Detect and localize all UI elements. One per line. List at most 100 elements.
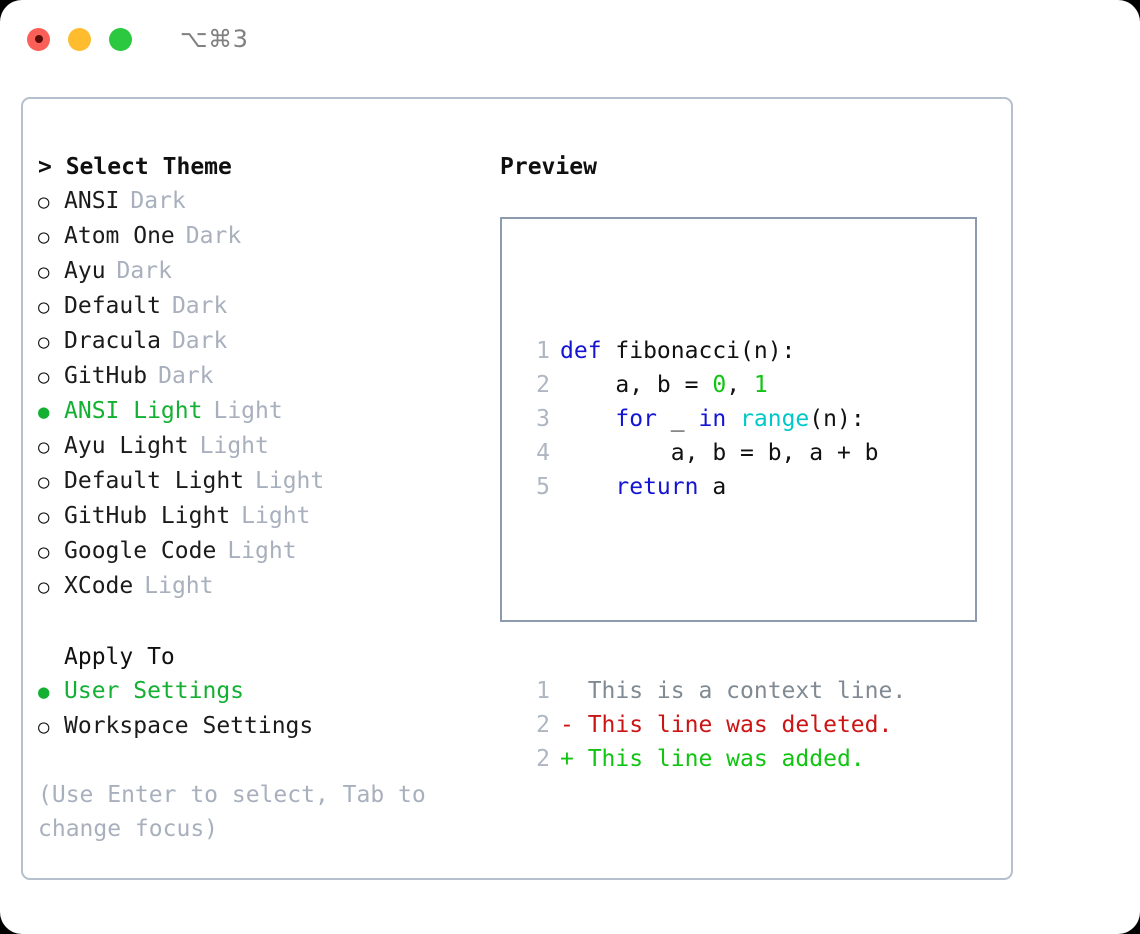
code-blank-line [516,572,906,606]
line-number: 1 [536,338,550,364]
code-line-text: return a [560,470,726,504]
code-line: 1 def fibonacci(n): [516,334,906,368]
theme-option-dracula[interactable]: ○ Dracula Dark [38,324,488,359]
code-token: fibonacci(n): [601,338,796,364]
theme-option-variant: Light [227,538,297,564]
code-token [726,406,740,432]
code-token: a, b = [560,372,713,398]
theme-option-name: ANSI [64,188,120,214]
code-token: a [698,474,727,500]
maximize-button[interactable] [109,27,132,51]
radio-unselected-icon: ○ [38,506,50,528]
diff-block: 1 This is a context line.2- This line wa… [516,674,906,776]
radio-unselected-icon: ○ [38,261,50,283]
theme-option-variant: Light [199,433,269,459]
code-line-text: a, b = b, a + b [560,436,879,470]
line-number: 4 [536,440,550,466]
theme-option-name: GitHub [64,363,148,389]
theme-option-name: Google Code [64,538,217,564]
theme-option-ansi[interactable]: ○ ANSI Dark [38,184,488,219]
traffic-light-buttons [27,27,132,51]
theme-option-github[interactable]: ○ GitHub Dark [38,359,488,394]
radio-unselected-icon: ○ [38,366,50,388]
code-line-text: a, b = 0, 1 [560,368,768,402]
theme-option-variant: Dark [130,188,186,214]
radio-unselected-icon: ○ [38,436,50,458]
theme-option-name: Default [64,293,161,319]
theme-option-name: Default Light [64,468,245,494]
code-line: 3 for _ in range(n): [516,402,906,436]
theme-option-name: Ayu Light [64,433,189,459]
code-line-text: def fibonacci(n): [560,334,795,368]
radio-unselected-icon: ○ [38,191,50,213]
theme-option-name: Atom One [64,223,175,249]
theme-option-github-light[interactable]: ○ GitHub Light Light [38,499,488,534]
apply-to-option-workspace-settings[interactable]: ○ Workspace Settings [38,709,488,744]
theme-option-variant: Light [144,573,214,599]
code-token [560,474,615,500]
code-token: (n): [809,406,865,432]
code-line: 2 a, b = 0, 1 [516,368,906,402]
spacer [38,604,488,640]
code-token: return [615,474,699,500]
code-token: a, b = b, a + b [560,440,879,466]
line-number: 5 [536,474,550,500]
apply-to-option-label: User Settings [64,678,245,704]
record-dot-icon [34,35,43,43]
theme-option-name: GitHub Light [64,503,231,529]
code-token: 1 [753,372,768,398]
theme-option-variant: Dark [185,223,242,249]
select-theme-heading: > Select Theme [38,154,232,180]
minimize-button[interactable] [68,27,91,51]
radio-unselected-icon: ○ [38,331,50,353]
theme-option-ayu[interactable]: ○ Ayu Dark [38,254,488,289]
apply-to-list: ● User Settings ○ Workspace Settings [38,674,488,744]
code-token: for [615,406,657,432]
diff-line-text: + This line was added. [560,746,865,772]
apply-to-option-label: Workspace Settings [64,713,314,739]
theme-option-variant: Light [255,468,325,494]
apply-to-option-user-settings[interactable]: ● User Settings [38,674,488,709]
theme-option-variant: Dark [158,363,214,389]
theme-option-ayu-light[interactable]: ○ Ayu Light Light [38,429,488,464]
code-token: def [560,338,602,364]
line-number: 3 [536,406,550,432]
line-number: 2 [536,746,550,772]
code-token [560,406,615,432]
diff-line-text: This is a context line. [560,678,907,704]
diff-line: 1 This is a context line. [516,674,906,708]
keyboard-hint: (Use Enter to select, Tab to change focu… [38,782,440,842]
theme-option-variant: Light [241,503,311,529]
code-token: , [726,372,754,398]
theme-option-name: Ayu [64,258,106,284]
line-number: 2 [536,372,550,398]
line-number: 2 [536,712,550,738]
theme-option-variant: Dark [116,258,172,284]
code-line-text: for _ in range(n): [560,402,865,436]
radio-selected-icon: ● [38,401,50,423]
code-line: 5 return a [516,470,906,504]
theme-option-name: Dracula [64,328,161,354]
close-button[interactable] [27,27,50,51]
radio-selected-icon: ● [38,681,50,703]
radio-unselected-icon: ○ [38,716,50,738]
code-token: range [740,406,810,432]
theme-option-name: XCode [64,573,134,599]
code-token: 0 [712,372,727,398]
theme-option-variant: Light [213,398,283,424]
theme-option-variant: Dark [171,328,228,354]
radio-unselected-icon: ○ [38,296,50,318]
